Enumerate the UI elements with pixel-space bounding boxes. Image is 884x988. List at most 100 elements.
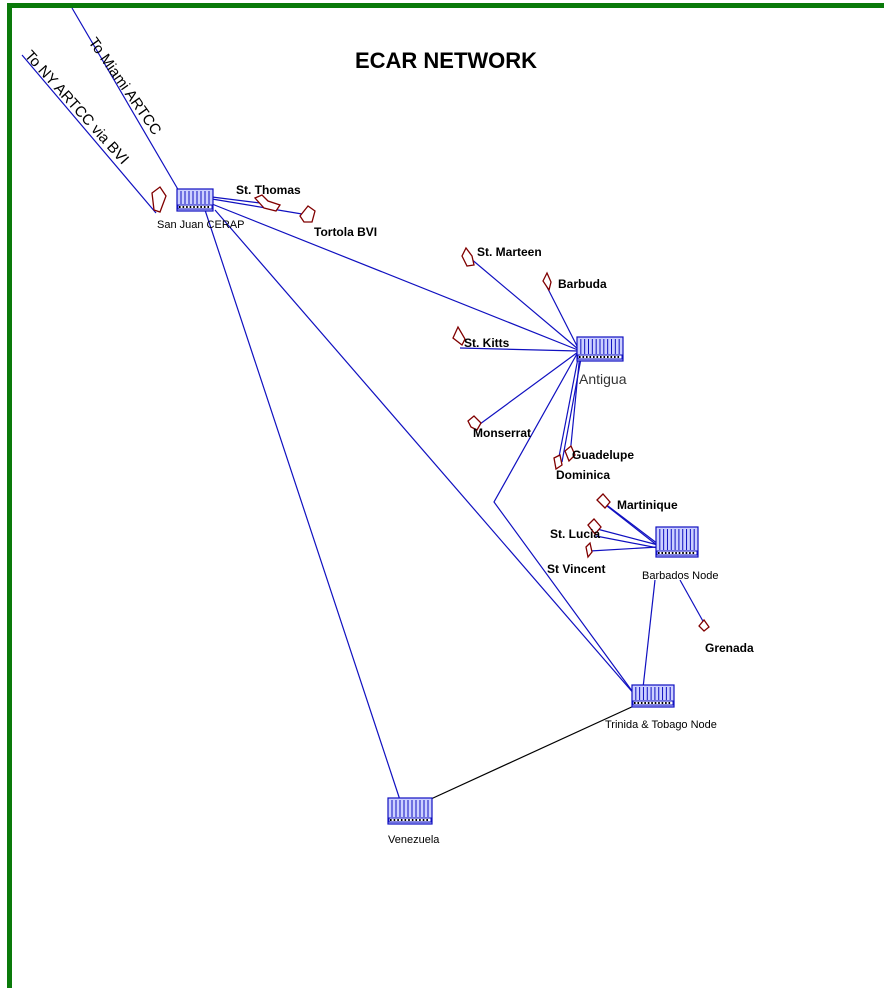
link-antigua-barbuda [545,284,579,349]
node-port [182,206,185,208]
node-port [207,206,210,208]
node-barbados [655,526,699,558]
node-port [400,819,403,821]
link-barbados-stlucia [596,528,659,546]
label-st-thomas: St. Thomas [236,183,301,197]
node-port [661,702,664,704]
island-martinique [596,493,611,509]
label-monserrat: Monserrat [473,426,531,440]
node-port [678,552,681,554]
node-base [177,204,213,210]
island-st-lucia [587,518,602,536]
node-port [415,819,418,821]
node-antigua [576,336,624,362]
node-port [647,702,650,704]
node-trinidad [631,684,675,708]
label-barbados: Barbados Node [642,570,718,582]
label-guadelupe: Guadelupe [572,448,634,462]
node-port [419,819,421,821]
label-san-juan: San Juan CERAP [157,219,244,231]
node-port [614,356,616,358]
node-san-juan [176,188,214,212]
node-port [397,819,399,821]
island-st-kitts [452,325,466,346]
link-antigua-stkitts [459,347,579,352]
label-tortola: Tortola BVI [314,225,377,239]
node-port [200,206,202,208]
node-port [586,356,588,358]
diagram-title: ECAR NETWORK [355,48,537,73]
link-trinidad-venezuela [419,704,637,805]
island-barbuda [542,271,552,292]
node-port [596,356,599,358]
island-dominica [553,454,563,471]
node-port [675,552,677,554]
label-martinique: Martinique [617,498,678,512]
node-port [651,702,653,704]
node-port [664,552,667,554]
node-port [668,552,670,554]
label-st-kitts: St. Kitts [464,336,510,350]
label-trinidad: Trinida & Tobago Node [605,719,717,731]
node-port [658,702,660,704]
node-base [388,817,432,823]
node-port [193,206,195,208]
node-port [196,206,199,208]
node-port [189,206,192,208]
node-port [685,552,688,554]
node-base [632,700,674,706]
link-antigua-dominica [557,352,580,463]
label-st-marteen: St. Marteen [477,245,542,259]
island-st-thomas [253,194,282,212]
link-ny [21,54,157,214]
node-port [617,356,620,358]
link-antigua-dominica-2 [561,352,583,463]
node-port [603,356,606,358]
node-port [692,552,695,554]
link-sanjuan-venezuela [204,209,401,801]
node-port [589,356,592,358]
node-port [404,819,407,821]
island-sanjuan-area [151,186,167,213]
label-barbuda: Barbuda [558,277,607,291]
label-dominica: Dominica [556,468,610,482]
label-venezuela: Venezuela [388,834,440,846]
link-antigua-guadelupe [569,352,581,456]
frame-top [7,3,884,8]
island-guadelupe [564,444,576,463]
link-sanjuan-trinidad [214,209,636,696]
node-port [179,206,181,208]
node-port [203,206,206,208]
link-antigua-trinidad [493,351,636,696]
link-sanjuan-tortola [211,198,309,216]
node-port [689,552,691,554]
link-barbados-stvincent [589,546,659,552]
island-grenada [698,618,710,632]
node-port [634,702,636,704]
node-port [393,819,396,821]
island-tortola [299,205,316,223]
node-port [661,552,664,554]
link-barbados-trinidad [642,579,656,689]
node-port [390,819,392,821]
label-st-vincent: St Vincent [547,562,605,576]
node-port [658,552,660,554]
node-port [408,819,410,821]
node-port [186,206,188,208]
island-st-vincent [585,541,593,559]
label-st-lucia: St. Lucia [550,527,600,541]
link-barbados-stlucia-2 [595,535,659,549]
frame-left [7,3,12,988]
node-port [644,702,646,704]
link-antigua-stmarteen [469,257,579,350]
node-port [654,702,657,704]
node-port [665,702,667,704]
label-grenada: Grenada [705,641,754,655]
node-port [637,702,640,704]
node-base [656,550,698,556]
link-antigua-monserrat [479,351,579,425]
node-venezuela [387,797,433,825]
node-port [579,356,581,358]
node-port [607,356,609,358]
